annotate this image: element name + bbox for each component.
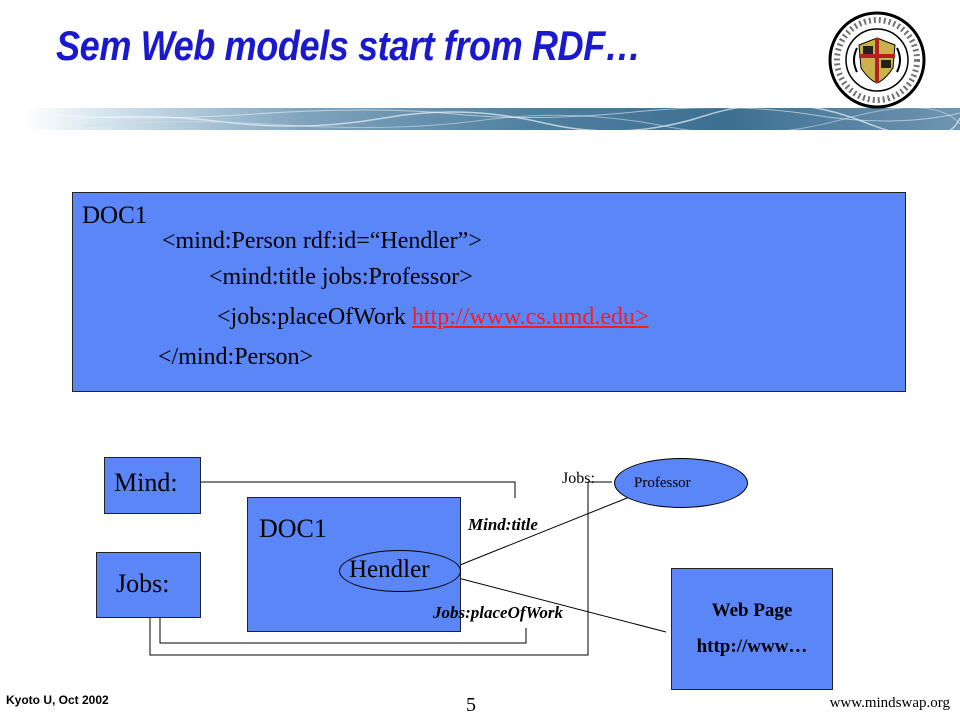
mind-namespace-box bbox=[104, 457, 201, 514]
jobs-namespace-box bbox=[96, 552, 201, 618]
banner-texture bbox=[43, 108, 960, 130]
footer-event: Kyoto U, Oct 2002 bbox=[6, 693, 109, 707]
mind-namespace-label: Mind: bbox=[114, 468, 178, 497]
header-banner bbox=[24, 108, 960, 130]
cs-umd-link[interactable]: http://www.cs.umd.edu> bbox=[411, 304, 649, 330]
jobs-namespace-label: Jobs: bbox=[116, 569, 170, 598]
professor-namespace-prefix: Jobs: bbox=[562, 470, 595, 487]
code-line-person-open: <mind:Person rdf:id=“Hendler”> bbox=[162, 228, 482, 254]
doc1-diagram-label: DOC1 bbox=[259, 514, 327, 543]
hendler-node-label: Hendler bbox=[349, 556, 430, 583]
place-of-work-edge-label: Jobs:placeOfWork bbox=[433, 603, 563, 622]
hendler-node bbox=[339, 550, 461, 592]
professor-node bbox=[614, 458, 748, 508]
footer-website: www.mindswap.org bbox=[829, 695, 950, 711]
webpage-title: Web Page bbox=[711, 600, 793, 621]
code-line-title: <mind:title jobs:Professor> bbox=[209, 264, 473, 290]
slide-title: Sem Web models start from RDF… bbox=[56, 22, 641, 69]
code-doc-label: DOC1 bbox=[82, 202, 148, 229]
code-line-person-close: </mind:Person> bbox=[158, 344, 314, 370]
mind-title-edge-label: Mind:title bbox=[468, 515, 538, 534]
webpage-box bbox=[671, 568, 833, 690]
slide-number: 5 bbox=[466, 694, 476, 716]
code-line-place-of-work: <jobs:placeOfWork http://www.cs.umd.edu> bbox=[217, 304, 649, 331]
webpage-url: http://www… bbox=[696, 636, 808, 657]
rdf-code-box bbox=[72, 192, 906, 392]
code-line-place-prefix: <jobs:placeOfWork bbox=[217, 304, 412, 330]
professor-node-label: Professor bbox=[634, 475, 691, 491]
university-seal-logo bbox=[828, 11, 926, 109]
